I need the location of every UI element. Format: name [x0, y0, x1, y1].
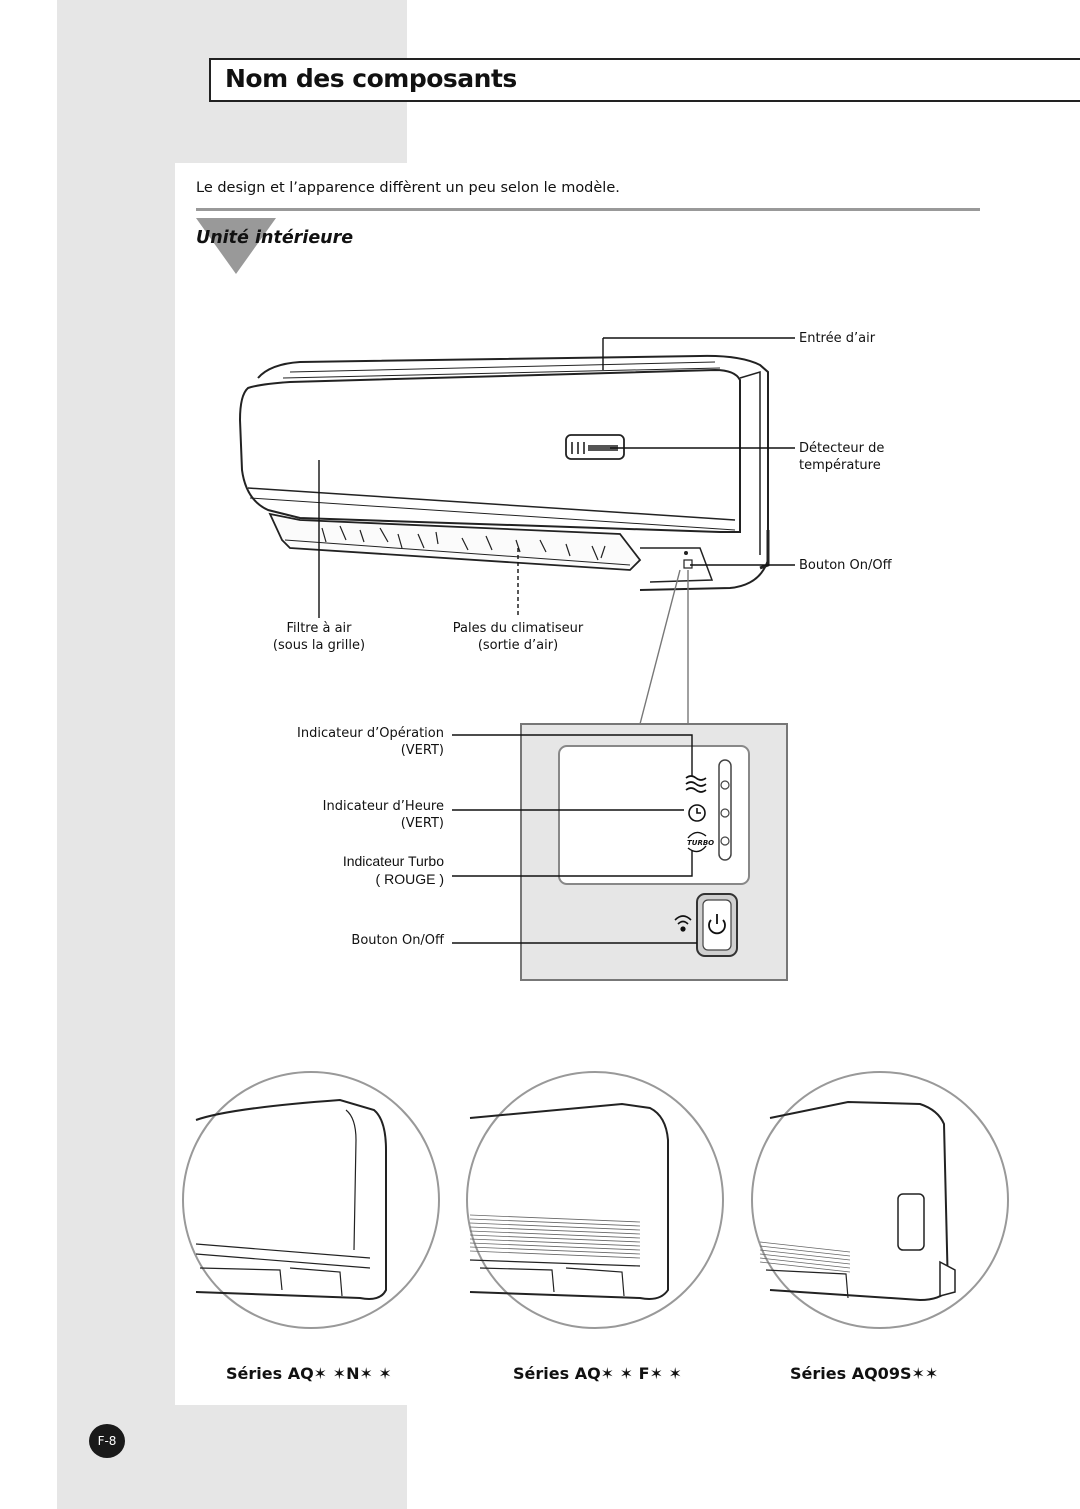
power-icon	[708, 914, 726, 935]
label-blades-line2: (sortie d’air)	[477, 638, 559, 653]
label-blades-line1: Pales du climatiseur	[452, 621, 584, 636]
control-panel-zoom: TURBO	[452, 723, 788, 981]
model-comparison-circles	[182, 1071, 1009, 1329]
series-label-3: Séries AQ09S✶✶	[790, 1364, 939, 1383]
leader-lines	[318, 337, 795, 725]
svg-text:TURBO: TURBO	[687, 839, 714, 847]
label-air-filter-line2: (sous la grille)	[272, 638, 366, 653]
label-turbo-indicator-line1: Indicateur Turbo	[342, 853, 444, 869]
section-triangle-marker	[196, 218, 276, 274]
page-title: Nom des composants	[225, 64, 517, 93]
label-operation-indicator-line2: (VERT)	[400, 743, 444, 758]
label-temp-sensor-line1: Détecteur de	[799, 441, 885, 456]
label-timer-indicator-line2: (VERT)	[400, 816, 444, 831]
series-label-2: Séries AQ✶ ✶ F✶ ✶	[513, 1364, 682, 1383]
label-operation-indicator-line1: Indicateur d’Opération	[297, 726, 444, 741]
remote-signal-icon	[674, 915, 692, 932]
turbo-icon: TURBO	[687, 831, 714, 853]
label-on-off-button-bottom: Bouton On/Off	[351, 933, 444, 948]
section-heading: Unité intérieure	[196, 228, 354, 248]
label-turbo-indicator-line2: ( ROUGE )	[375, 871, 444, 887]
label-air-inlet: Entrée d’air	[799, 331, 876, 346]
label-on-off-button-top: Bouton On/Off	[799, 558, 892, 573]
divider	[196, 208, 980, 211]
wind-icon	[685, 775, 707, 793]
title-box: Nom des composants	[209, 58, 1080, 102]
intro-text: Le design et l’apparence diffèrent un pe…	[196, 180, 620, 196]
series-label-1: Séries AQ✶ ✶N✶ ✶	[226, 1364, 392, 1383]
indoor-unit-drawing	[238, 354, 770, 591]
label-temp-sensor-line2: température	[799, 458, 881, 473]
clock-icon	[688, 804, 706, 822]
label-timer-indicator-line1: Indicateur d’Heure	[322, 799, 444, 814]
page-number: F-8	[89, 1424, 125, 1458]
label-air-filter-line1: Filtre à air	[286, 621, 352, 636]
